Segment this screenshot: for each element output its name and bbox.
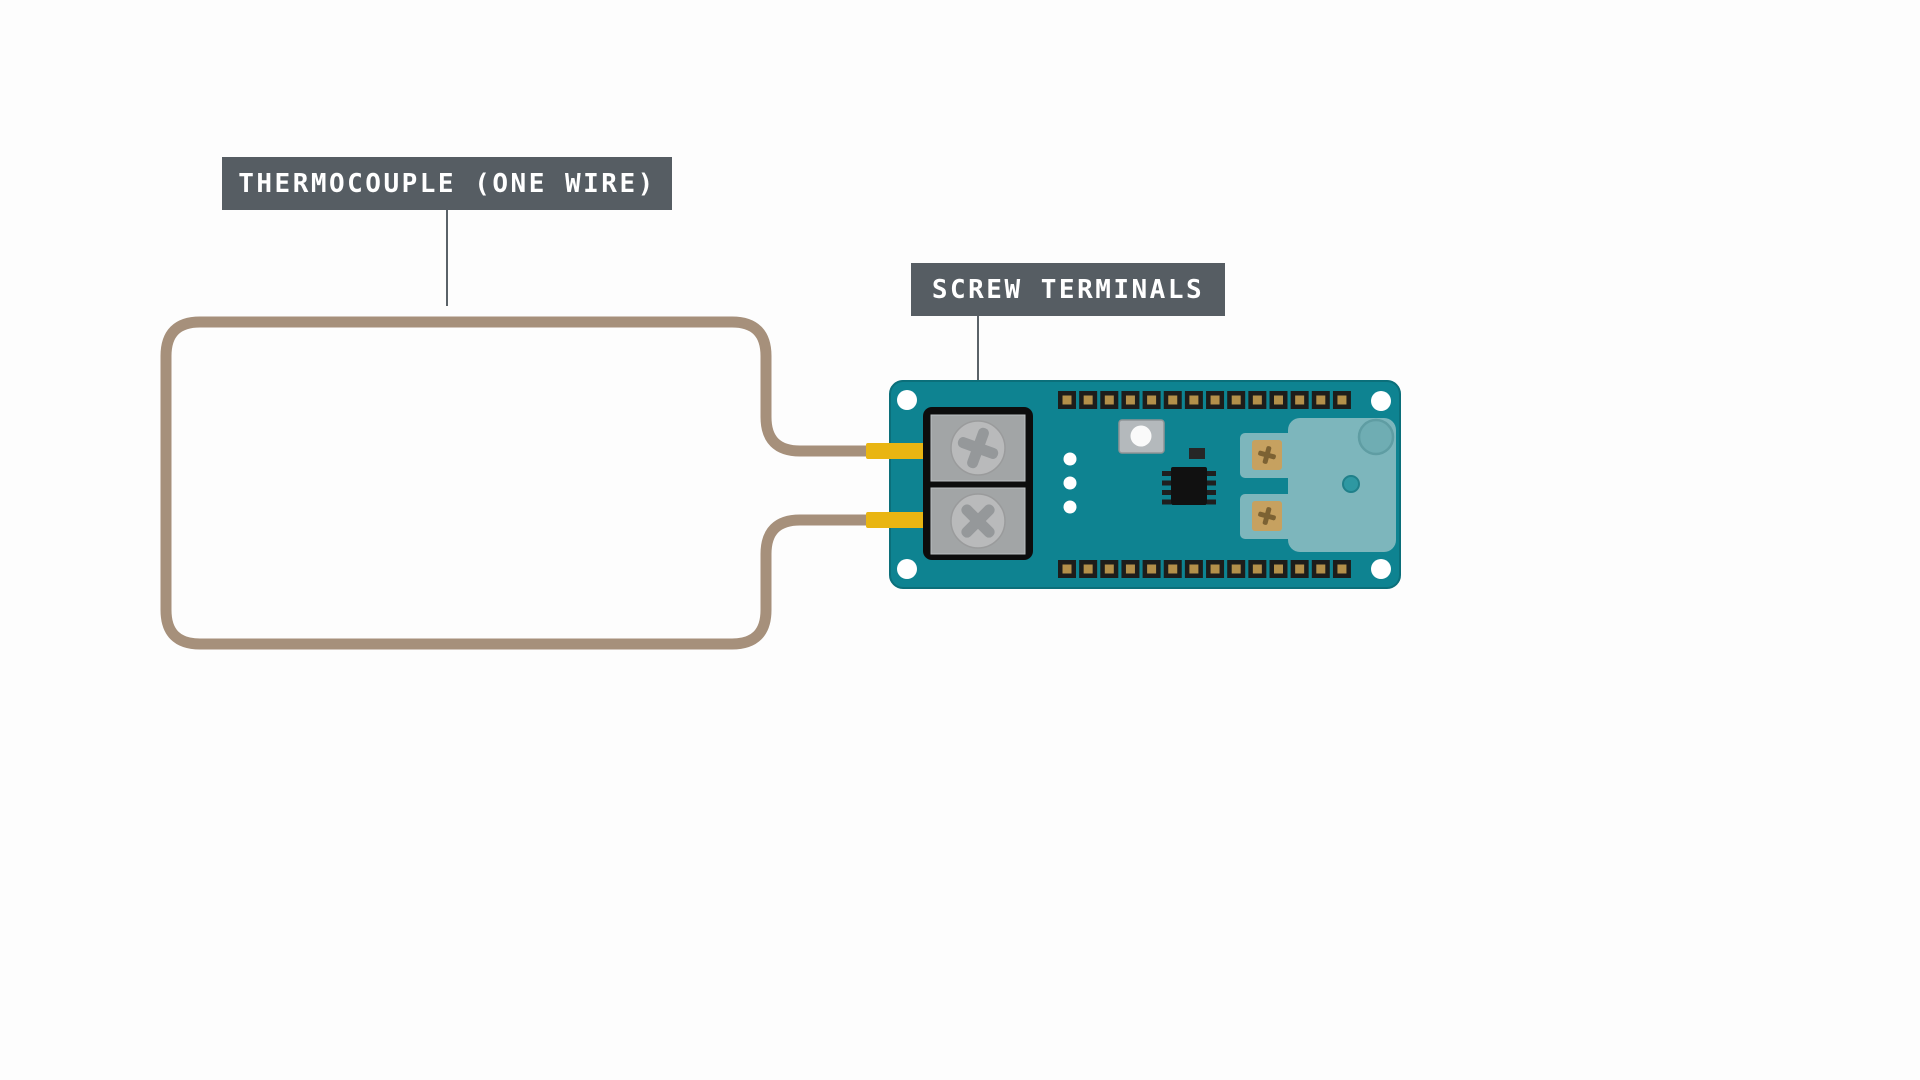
header-pin-pad [1104,564,1114,574]
header-pin-pad [1125,395,1135,405]
led [1063,476,1077,490]
ic-chip [1162,467,1216,505]
header-pin-pad [1337,395,1347,405]
header-pin-pad [1274,564,1283,574]
header-pin-pad [1231,395,1241,405]
wire-pin-top [866,443,938,459]
header-pin-pad [1168,395,1178,405]
connector-screw-bottom [1252,501,1282,531]
header-pin-pad [1189,395,1199,405]
thermocouple-leader-line [446,210,448,306]
header-pin-pad [1083,564,1093,574]
mounting-hole-bottom-left [897,559,917,579]
wire-pin-bottom [866,512,938,528]
header-pin-pad [1316,564,1326,574]
header-pin-pad [1189,564,1199,574]
terminal-screw-bottom [950,493,1006,549]
header-pin-pad [1274,395,1283,405]
connector-screw-top [1252,440,1282,470]
header-pin-pad [1252,395,1262,405]
header-pin-pad [1125,564,1135,574]
header-pin-pad [1295,395,1305,405]
header-pin-pad [1231,564,1241,574]
mounting-hole-top-left [897,390,917,410]
pin-header-top [1058,391,1351,409]
header-pin-pad [1062,395,1072,405]
header-pin-pad [1147,564,1157,574]
thermocouple-wire [160,316,872,650]
screw-terminals-label: SCREW TERMINALS [911,263,1225,316]
header-pin-pad [1062,564,1072,574]
header-pin-pad [1168,564,1178,574]
header-pin-pad [1295,564,1305,574]
led-column [1063,452,1077,514]
reset-button [1118,419,1165,454]
header-pin-pad [1210,395,1220,405]
led [1063,500,1077,514]
mounting-hole-top-right [1371,391,1391,411]
header-pin-pad [1147,395,1157,405]
terminal-screw-top [950,420,1006,476]
header-pin-pad [1252,564,1262,574]
led [1063,452,1077,466]
header-pin-pad [1316,395,1326,405]
pin-header-bottom [1058,560,1351,578]
screw-terminals-leader-line [977,316,979,408]
header-pin-pad [1083,395,1093,405]
header-pin-pad [1337,564,1347,574]
header-pin-pad [1104,395,1114,405]
header-pin-pad [1210,564,1220,574]
thermocouple-label: THERMOCOUPLE (ONE WIRE) [222,157,672,210]
smd-component [1189,448,1205,459]
mounting-hole-bottom-right [1371,559,1391,579]
via-dot [1342,475,1360,493]
textured-circle [1357,418,1395,456]
